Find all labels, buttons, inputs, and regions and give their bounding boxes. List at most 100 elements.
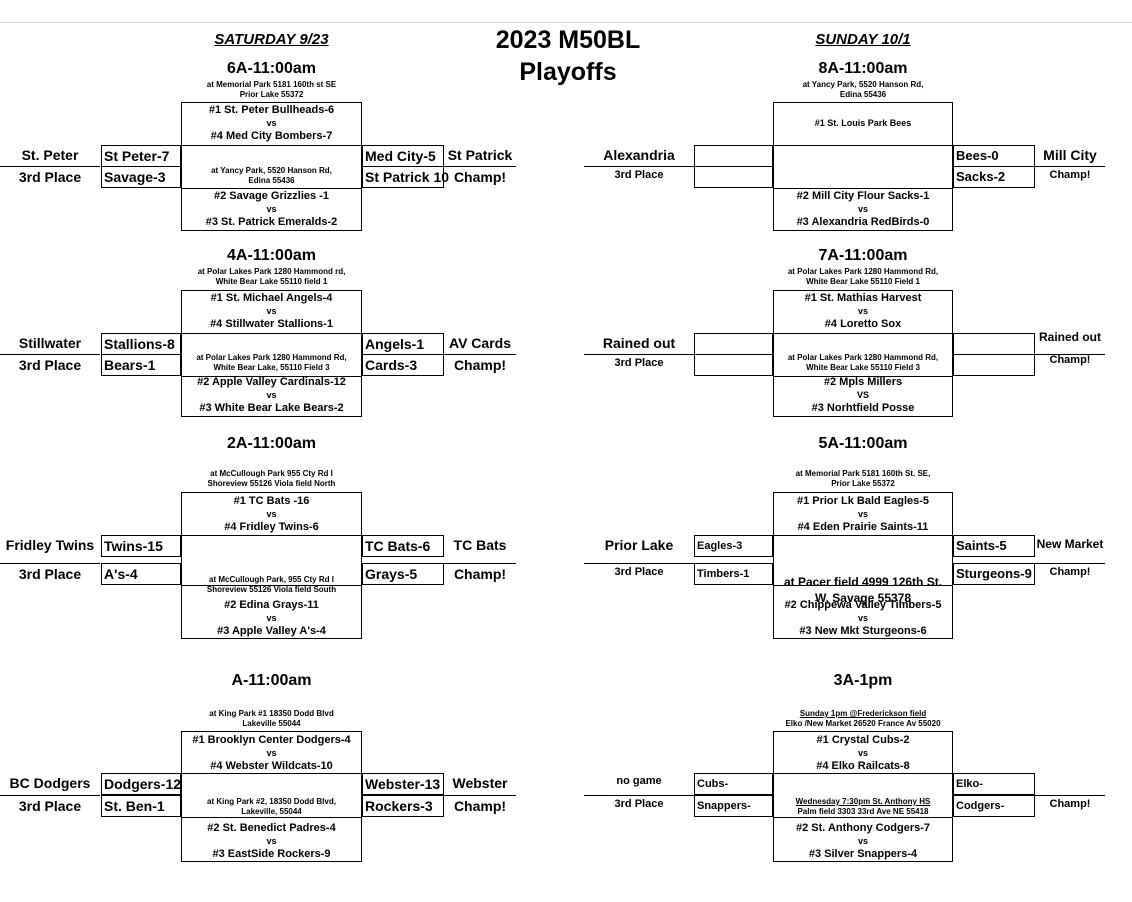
game2-line-2: vs xyxy=(857,836,868,846)
champion-winner: Rained out xyxy=(1039,330,1101,344)
game1-line-3: #4 Eden Prairie Saints-11 xyxy=(797,521,929,533)
game1-line-1: #1 St. Peter Bullheads-6 xyxy=(208,104,335,116)
champion-label: Champ! xyxy=(1049,354,1091,366)
game-box xyxy=(773,290,953,417)
box-divider-top xyxy=(181,333,362,334)
sheet-title: 2023 M50BL Playoffs xyxy=(468,24,668,88)
game2-line-1: #2 Chippewa Valley Timbers-5 xyxy=(784,599,942,611)
bracket-heading: 2A-11:00am xyxy=(227,435,316,452)
third-place-rule xyxy=(0,354,100,355)
game1-line-2: vs xyxy=(857,748,868,758)
third-place-rule xyxy=(584,795,694,796)
box-divider-bottom xyxy=(773,817,953,818)
box-divider-bottom xyxy=(773,188,953,189)
box-divider-top xyxy=(773,535,953,536)
final-cell-bottom: Cards-3 xyxy=(362,354,444,376)
semifinal-cell-bottom xyxy=(694,166,773,188)
game1-line-1: #1 St. Mathias Harvest xyxy=(804,292,922,304)
third-place-winner: St. Peter xyxy=(21,147,79,163)
champion-winner: New Market xyxy=(1036,537,1104,551)
champion-rule xyxy=(1035,166,1105,167)
game2-line-2: vs xyxy=(857,613,868,623)
final-cell-bottom: Codgers- xyxy=(953,795,1035,817)
game2-line-3: #3 Alexandria RedBirds-0 xyxy=(796,216,930,228)
location-text: at Memorial Park 5181 160th St. SE,Prior… xyxy=(753,469,973,489)
game2-line-1: #2 St. Benedict Padres-4 xyxy=(207,822,336,834)
final-cell-bottom: Rockers-3 xyxy=(362,795,444,817)
final-location-line-1: at McCullough Park, 955 Cty Rd I xyxy=(209,575,334,584)
bracket-heading: 6A-11:00am xyxy=(227,60,316,77)
champion-label: Champ! xyxy=(453,169,507,185)
game2-line-2: vs xyxy=(266,390,277,400)
champion-winner: AV Cards xyxy=(449,335,511,351)
game1-line-2: vs xyxy=(857,509,868,519)
title-line-1: 2023 M50BL xyxy=(495,26,641,54)
location-line-1: at McCullough Park 955 Cty Rd I xyxy=(210,469,333,478)
final-cell-top: Elko- xyxy=(953,773,1035,795)
third-place-winner: Rained out xyxy=(602,335,676,351)
game2-line-1: #2 Edina Grays-11 xyxy=(224,599,319,611)
third-place-label: 3rd Place xyxy=(18,566,82,582)
final-location-line-1: at Polar Lakes Park 1280 Hammond Rd, xyxy=(787,353,939,362)
final-cell-bottom: Sturgeons-9 xyxy=(953,563,1035,585)
left-day-heading: SATURDAY 9/23 xyxy=(214,31,329,48)
location-text: at Polar Lakes Park 1280 Hammond rd,Whit… xyxy=(161,267,382,287)
final-location-line-2: Lakeville, 55044 xyxy=(241,807,302,816)
final-cell-bottom: St Patrick 10 xyxy=(362,166,449,188)
game2-line-1: #2 Mill City Flour Sacks-1 xyxy=(796,190,930,202)
game-box xyxy=(773,731,953,862)
champion-winner: Webster xyxy=(452,775,508,791)
third-place-label: 3rd Place xyxy=(614,566,664,578)
third-place-label: 3rd Place xyxy=(614,357,664,369)
semifinal-cell-bottom xyxy=(694,354,773,376)
final-cell-top: Saints-5 xyxy=(953,535,1035,557)
champion-rule xyxy=(1035,795,1105,796)
final-cell-top: Med City-5 xyxy=(362,145,444,167)
game2-line-1: #2 Apple Valley Cardinals-12 xyxy=(197,376,346,388)
game-box xyxy=(181,290,362,417)
game2-line-3: #3 Apple Valley A's-4 xyxy=(217,625,326,637)
bracket-heading: 4A-11:00am xyxy=(227,247,316,264)
location-line-1: at King Park #1 18350 Dodd Blvd xyxy=(209,709,334,718)
bracket-heading: A-11:00am xyxy=(231,672,312,689)
champion-rule xyxy=(1035,354,1105,355)
semifinal-cell-top: Twins-15 xyxy=(101,535,181,557)
final-location-line-1: at Pacer field 4999 126th St. xyxy=(783,575,943,589)
location-text: at Yancy Park, 5520 Hanson Rd,Edina 5543… xyxy=(753,80,973,100)
final-cell-bottom: Grays-5 xyxy=(362,563,444,585)
game1-line-2: vs xyxy=(266,748,277,758)
page-top-rule xyxy=(0,22,1132,23)
semifinal-cell-top: Cubs- xyxy=(694,773,773,795)
final-cell-bottom xyxy=(953,354,1035,376)
final-cell-bottom: Sacks-2 xyxy=(953,166,1035,188)
box-divider-top xyxy=(181,145,362,146)
game2-line-3: #3 EastSide Rockers-9 xyxy=(212,848,331,860)
box-divider-top xyxy=(773,773,953,774)
game1-line-3: #4 Webster Wildcats-10 xyxy=(210,760,333,772)
game1-line-2: vs xyxy=(266,118,277,128)
box-divider-bottom xyxy=(181,817,362,818)
champion-rule xyxy=(444,166,516,167)
third-place-winner: Prior Lake xyxy=(604,537,674,553)
final-location-line-2: White Bear Lake, 55110 Field 3 xyxy=(213,363,330,372)
third-place-label: 3rd Place xyxy=(614,798,664,810)
game1-line-2: vs xyxy=(266,306,277,316)
location-line-2: Prior Lake 55372 xyxy=(239,90,304,99)
champion-label: Champ! xyxy=(1049,566,1091,578)
location-line-2: White Bear Lake 55110 Field 1 xyxy=(806,277,920,286)
champion-label: Champ! xyxy=(453,566,507,582)
final-location-line-2: Shoreview 55126 Viola field South xyxy=(206,585,337,594)
champion-label: Champ! xyxy=(453,798,507,814)
champion-label: Champ! xyxy=(1049,169,1091,181)
final-location-line-1: Wednesday 7:30pm St. Anthony HS xyxy=(795,797,931,806)
game1-line-2: #1 St. Louis Park Bees xyxy=(814,118,912,128)
box-divider-bottom xyxy=(773,376,953,377)
location-line-1: at Memorial Park 5181 160th St. SE, xyxy=(795,469,931,478)
game1-line-3: #4 Med City Bombers-7 xyxy=(210,130,333,142)
bracket-heading: 8A-11:00am xyxy=(818,60,908,77)
semifinal-cell-top: St Peter-7 xyxy=(101,145,181,167)
